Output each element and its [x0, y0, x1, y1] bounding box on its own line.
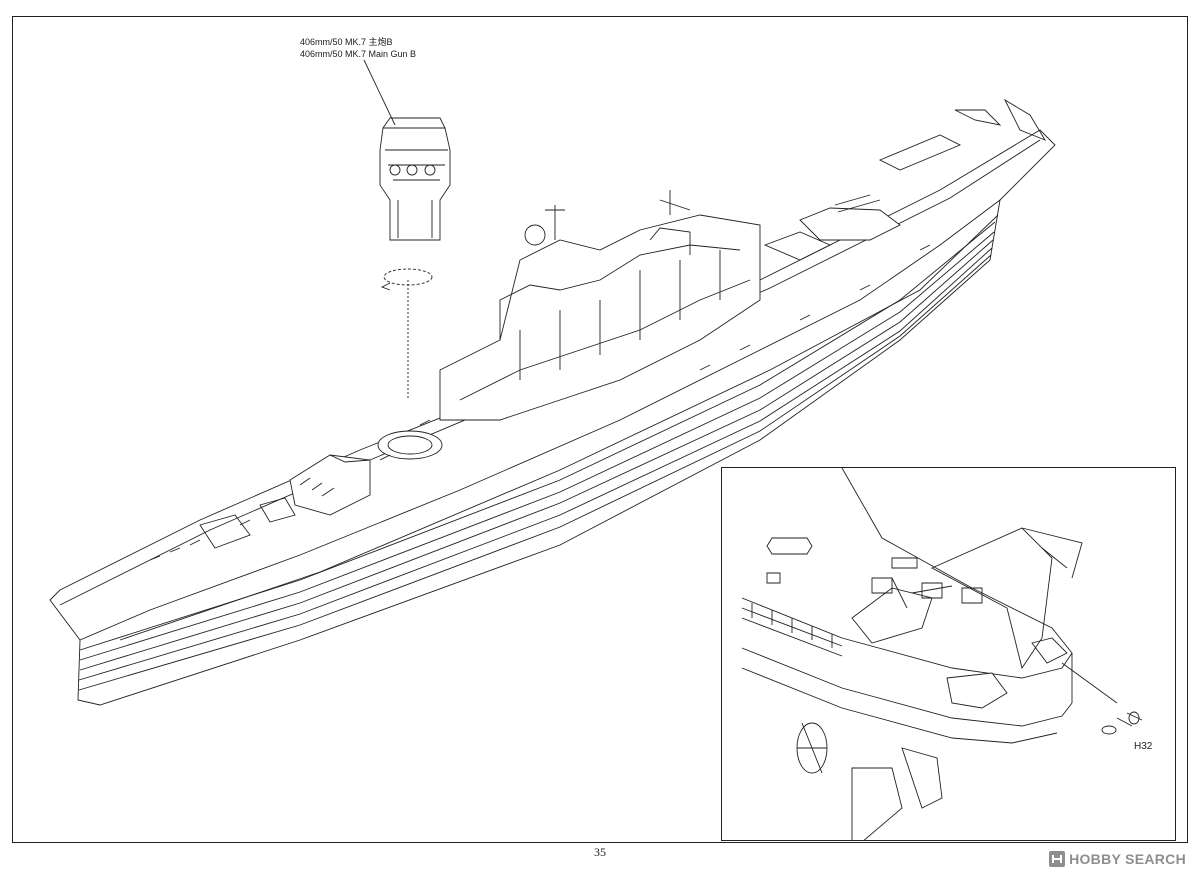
watermark-text: HOBBY SEARCH	[1069, 851, 1186, 867]
stern-detail-inset	[721, 467, 1176, 841]
page-frame	[12, 16, 1188, 843]
stern-detail-drawing	[741, 468, 1143, 840]
watermark: HOBBY SEARCH	[1049, 851, 1186, 867]
gun-callout-label: 406mm/50 MK.7 主炮B 406mm/50 MK.7 Main Gun…	[300, 36, 416, 60]
page-number: 35	[594, 845, 606, 859]
hobby-search-logo-icon	[1049, 851, 1066, 867]
gun-callout-line-zh: 406mm/50 MK.7 主炮B	[300, 37, 393, 47]
part-label-h32: H32	[1134, 741, 1153, 752]
gun-callout-line-en: 406mm/50 MK.7 Main Gun B	[300, 49, 417, 59]
